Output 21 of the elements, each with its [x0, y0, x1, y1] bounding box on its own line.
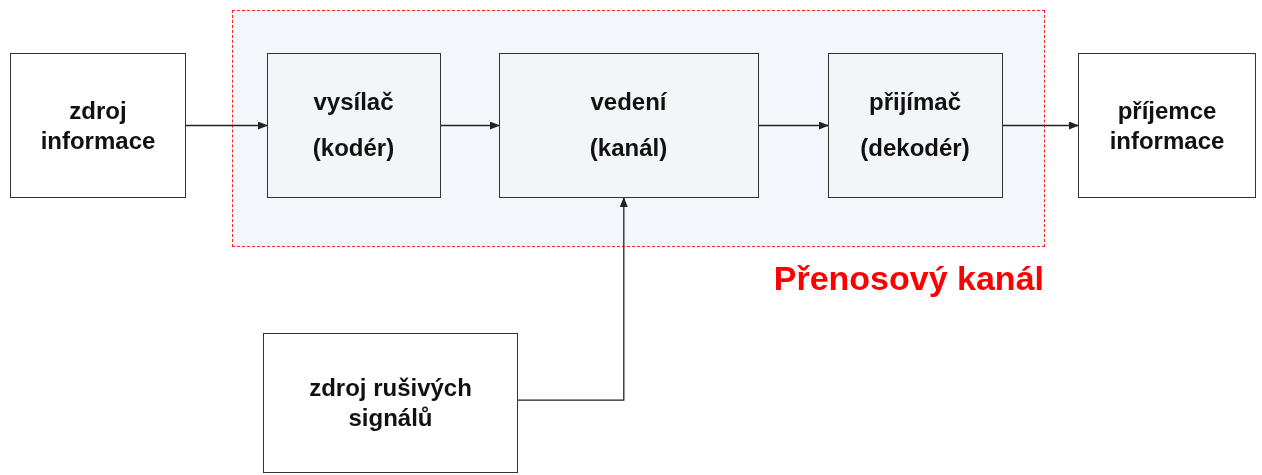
box-label: zdroj rušivých signálů: [308, 373, 473, 433]
box-label: (kodér): [312, 133, 395, 163]
arrow: [185, 121, 268, 130]
arrow: [440, 121, 500, 130]
source-box: [10, 53, 186, 198]
arrow: [517, 197, 628, 401]
box-label: (kanál): [589, 133, 668, 163]
box-label: přijímač: [868, 87, 961, 117]
box-label: zdroj informace: [39, 95, 157, 156]
arrow: [758, 121, 829, 130]
box-label: vedení: [590, 87, 667, 117]
box-label: příjemce informace: [1108, 95, 1226, 156]
region-title: Přenosový kanál: [773, 259, 1044, 298]
arrow: [1002, 121, 1079, 130]
noise-source-box: [263, 333, 518, 473]
sink-box: [1078, 53, 1256, 198]
process-box: [498, 52, 759, 198]
process-box: [827, 52, 1003, 198]
box-label: vysílač: [313, 87, 394, 117]
box-label: (dekodér): [860, 133, 970, 163]
process-box: [266, 52, 441, 198]
